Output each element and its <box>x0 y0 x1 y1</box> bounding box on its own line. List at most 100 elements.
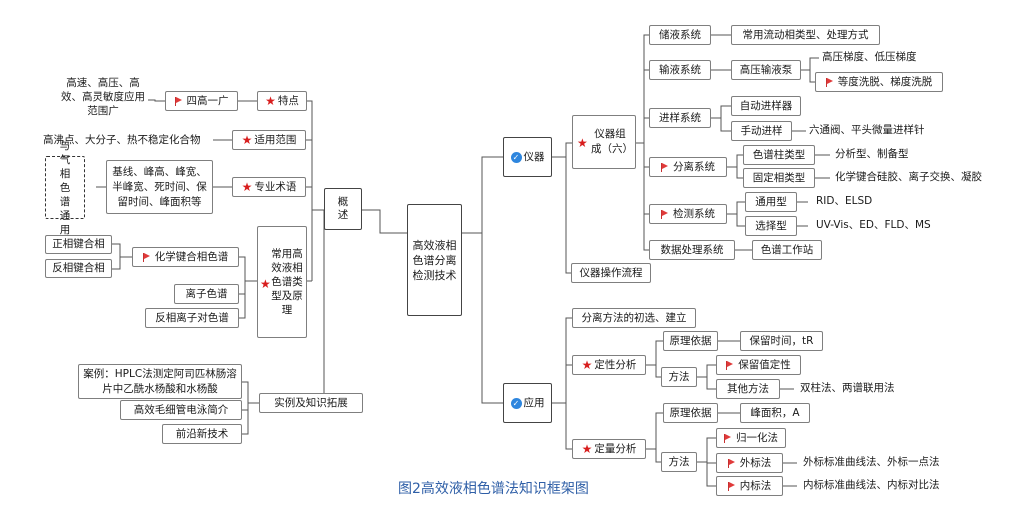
principle1-node: 原理依据 <box>663 331 718 351</box>
peak-area-node: 峰面积，A <box>740 403 810 423</box>
other-methods-node: 其他方法 <box>716 379 780 399</box>
normalization-node: 归一化法 <box>716 428 786 448</box>
retention-time-node: 保留时间，tR <box>740 331 823 351</box>
flag-icon <box>727 481 736 491</box>
workstation-node: 色谱工作站 <box>752 240 822 260</box>
internal-node: 内标法 <box>716 476 783 496</box>
retention-qual-node: 保留值定性 <box>716 355 801 375</box>
operation-node: 仪器操作流程 <box>571 263 651 283</box>
data-node: 数据处理系统 <box>649 240 735 260</box>
retention-qual-label: 保留值定性 <box>738 358 791 371</box>
terms-node: ★专业术语 <box>232 177 306 197</box>
scope-desc: 高沸点、大分子、热不稳定化合物 <box>43 134 201 146</box>
qualitative-label: 定性分析 <box>594 358 637 371</box>
internal-label: 内标法 <box>739 479 772 492</box>
manual-desc: 六通阀、平头微量进样针 <box>809 124 925 136</box>
star-icon: ★ <box>260 277 271 291</box>
stationary-node: 固定相类型 <box>743 168 815 188</box>
figure-caption: 图2高效液相色谱法知识框架图 <box>398 481 589 497</box>
star-icon: ★ <box>265 93 276 108</box>
terms-label: 专业术语 <box>254 180 297 193</box>
external-desc: 外标标准曲线法、外标一点法 <box>803 456 940 468</box>
storage-desc: 常用流动相类型、处理方式 <box>731 25 880 45</box>
column-type-node: 色谱柱类型 <box>743 145 815 165</box>
same-as-gc-note: 与气相色谱通用 <box>45 140 85 236</box>
terms-desc: 基线、峰高、峰宽、半峰宽、死时间、保留时间、峰面积等 <box>106 160 213 214</box>
quantitative-node: ★定量分析 <box>572 439 646 459</box>
auto-inject-node: 自动进样器 <box>731 96 801 116</box>
application-label: 应用 <box>523 396 545 409</box>
types-node: ★ 常用高效液相色谱类型及原理 <box>257 226 307 338</box>
quantitative-label: 定量分析 <box>594 442 637 455</box>
method2-node: 方法 <box>661 452 697 472</box>
star-icon: ★ <box>241 179 253 194</box>
elution-node: 等度洗脱、梯度洗脱 <box>815 72 943 92</box>
detection-node: 检测系统 <box>649 204 727 224</box>
pump-node: 高压输液泵 <box>731 60 801 80</box>
injection-node: 进样系统 <box>649 108 711 128</box>
method1-node: 方法 <box>661 367 697 387</box>
separation-label: 分离系统 <box>673 160 715 173</box>
types-label: 常用高效液相色谱类型及原理 <box>271 248 303 316</box>
reverse-phase-node: 反相键合相 <box>45 259 112 278</box>
center-node: 高效液相色谱分离检测技术 <box>407 204 462 316</box>
column-desc: 分析型、制备型 <box>835 148 909 160</box>
detection-label: 检测系统 <box>673 207 715 220</box>
case-node: 案例：HPLC法测定阿司匹林肠溶片中乙酰水杨酸和水杨酸 <box>78 364 242 399</box>
principle2-node: 原理依据 <box>663 403 718 423</box>
features-label: 特点 <box>277 94 299 107</box>
stationary-desc: 化学键合硅胶、离子交换、凝胶 <box>835 171 982 183</box>
features-node: ★特点 <box>257 91 307 111</box>
delivery-node: 输液系统 <box>649 60 711 80</box>
universal-desc: RID、ELSD <box>816 195 873 207</box>
storage-node: 储液系统 <box>649 25 711 45</box>
normalization-label: 归一化法 <box>736 431 778 444</box>
external-label: 外标法 <box>739 456 772 469</box>
flag-icon <box>142 252 151 262</box>
separation-node: 分离系统 <box>649 157 727 177</box>
flag-icon <box>174 96 183 106</box>
normal-phase-node: 正相键合相 <box>45 235 112 254</box>
check-icon: ✓ <box>510 397 522 409</box>
star-icon: ★ <box>241 132 253 147</box>
external-node: 外标法 <box>716 453 783 473</box>
selective-desc: UV-Vis、ED、FLD、MS <box>816 219 931 231</box>
flag-icon <box>661 209 669 219</box>
four-high-node: 四高一广 <box>165 91 238 111</box>
qualitative-node: ★定性分析 <box>572 355 646 375</box>
star-icon: ★ <box>581 441 593 456</box>
composition-node: ★ 仪器组成（六） <box>572 115 636 169</box>
composition-label: 仪器组成（六） <box>591 128 633 155</box>
star-icon: ★ <box>577 136 588 150</box>
ce-node: 高效毛细管电泳简介 <box>120 400 242 420</box>
flag-icon <box>726 360 734 370</box>
instrument-node: ✓仪器 <box>503 137 552 177</box>
frontier-node: 前沿新技术 <box>162 424 242 444</box>
universal-node: 通用型 <box>745 192 797 212</box>
application-node: ✓应用 <box>503 383 552 423</box>
flag-icon <box>727 458 736 468</box>
ion-node: 离子色谱 <box>174 284 239 304</box>
four-high-desc: 高速、高压、高效、高灵敏度应用范围广 <box>61 77 145 117</box>
elution-label: 等度洗脱、梯度洗脱 <box>837 75 933 88</box>
flag-icon <box>825 77 834 87</box>
examples-node: 实例及知识拓展 <box>259 393 363 413</box>
check-icon: ✓ <box>510 151 522 163</box>
flag-icon <box>724 433 732 443</box>
overview-node: 概述 <box>324 188 362 230</box>
flag-icon <box>661 162 669 172</box>
bonded-label: 化学键合相色谱 <box>154 250 229 263</box>
star-icon: ★ <box>581 357 593 372</box>
method-select-node: 分离方法的初选、建立 <box>572 308 696 328</box>
gradient-desc: 高压梯度、低压梯度 <box>822 51 917 63</box>
manual-inject-node: 手动进样 <box>731 121 792 141</box>
instrument-label: 仪器 <box>523 150 545 163</box>
internal-desc: 内标标准曲线法、内标对比法 <box>803 479 940 491</box>
ion-pair-node: 反相离子对色谱 <box>145 308 239 328</box>
scope-node: ★适用范围 <box>232 130 306 150</box>
bonded-node: 化学键合相色谱 <box>132 247 239 267</box>
scope-label: 适用范围 <box>254 133 297 146</box>
selective-node: 选择型 <box>745 216 797 236</box>
